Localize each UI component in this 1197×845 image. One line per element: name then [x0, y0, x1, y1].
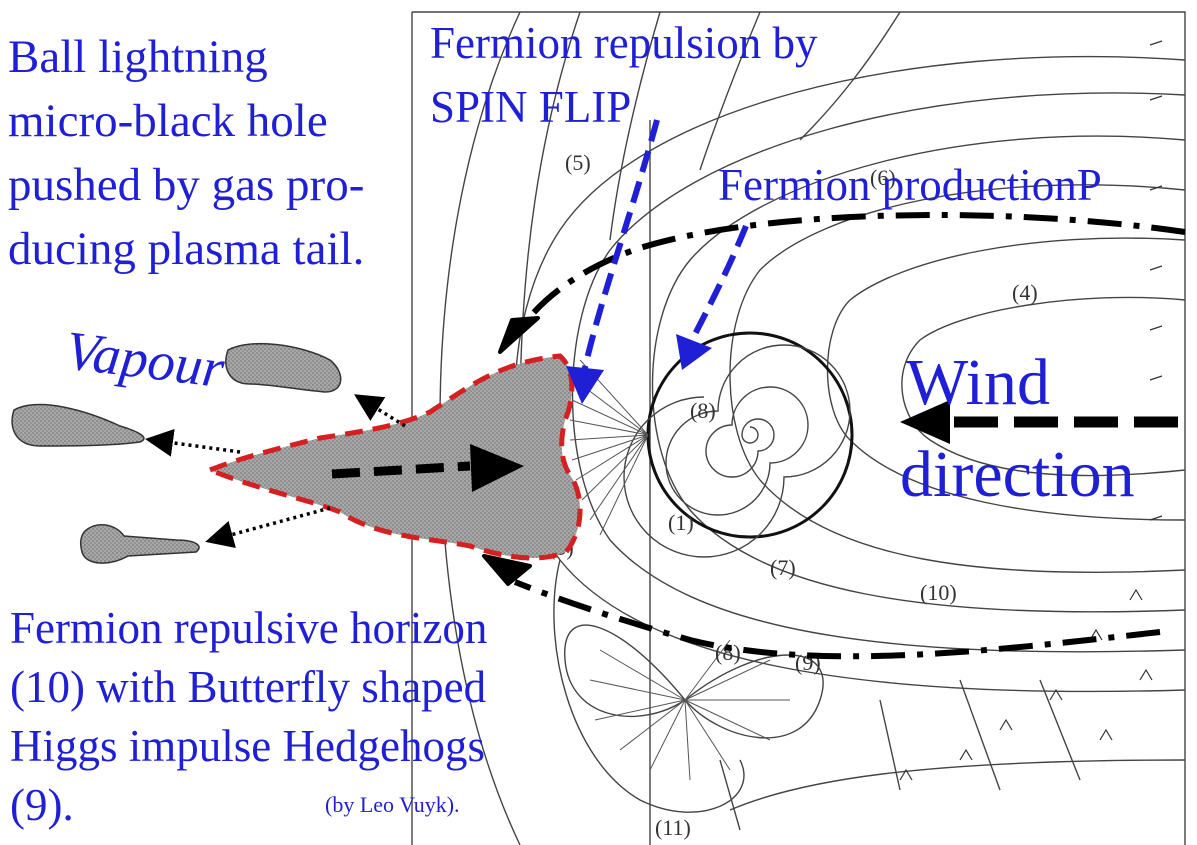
horizon-line: Fermion repulsive horizon — [10, 603, 487, 653]
streamline — [799, 11, 901, 141]
horizon-upper-arrow — [517, 211, 1186, 332]
spin-flip-line: Fermion repulsion by — [430, 18, 818, 68]
horizon-upper-arrowhead — [498, 316, 540, 354]
wind-line: direction — [900, 438, 1135, 511]
vapour-label: Vapour — [63, 319, 229, 399]
streamline — [729, 184, 1186, 574]
horizon-lower-arrowhead — [482, 554, 532, 586]
horizon-label: Fermion repulsive horizon (10) with Butt… — [10, 603, 487, 830]
vapour-blobs — [11, 342, 342, 564]
sketch-label: (8) — [690, 398, 716, 423]
streamline — [514, 55, 1186, 693]
title-line: ducing plasma tail. — [8, 223, 364, 275]
spin-flip-arrow — [566, 119, 660, 404]
title-line: micro-black hole — [8, 95, 328, 147]
tail-thrust-arrow — [331, 444, 524, 492]
production-label: Fermion productionP — [718, 160, 1102, 210]
wind-label: Wind direction — [900, 346, 1135, 511]
hedgehog-upper — [569, 359, 649, 536]
streamline — [651, 135, 1186, 613]
horizon-line: (9). — [10, 780, 74, 830]
spin-flip-line: SPIN FLIP — [430, 82, 631, 132]
vapour-blob — [79, 524, 200, 564]
title-line: pushed by gas pro- — [8, 159, 364, 211]
butterfly-lobe — [564, 624, 687, 718]
horizon-line: Higgs impulse Hedgehogs — [10, 721, 485, 771]
horizon-arrows — [513, 211, 1186, 660]
streamline — [729, 759, 1186, 811]
sketch-label: (8) — [715, 640, 741, 665]
streamline — [719, 679, 1081, 831]
vapour-dotted-arrows — [145, 394, 406, 549]
sketch-label: (4) — [1012, 280, 1038, 305]
credit-label: (by Leo Vuyk). — [325, 792, 460, 817]
streamline — [519, 11, 581, 421]
hedgehog-lower — [589, 639, 790, 781]
title-line: Ball lightning — [8, 31, 268, 83]
streamline — [553, 559, 745, 813]
vapour-blob — [225, 342, 342, 393]
streamline — [699, 11, 761, 171]
butterfly-lobe — [683, 654, 824, 739]
wind-direction-arrow — [900, 400, 1178, 444]
dotted-arrow — [145, 428, 241, 457]
streamline — [901, 296, 1186, 477]
dotted-arrow — [205, 506, 331, 549]
plasma-tail — [203, 353, 583, 561]
flow-field-sketch — [411, 11, 1186, 845]
dotted-arrow — [354, 394, 406, 428]
vortex-circle — [646, 331, 854, 539]
horizon-lower-arrow — [513, 579, 1161, 660]
sketch-label: (7) — [770, 555, 796, 580]
sketch-label: (11) — [655, 815, 691, 840]
sketch-label: (6) — [870, 165, 896, 190]
wind-line: Wind — [906, 346, 1050, 419]
streamline — [609, 11, 661, 241]
sketch-label: (10) — [920, 580, 957, 605]
vapour-blob — [11, 403, 145, 447]
spin-flip-label: Fermion repulsion by SPIN FLIP — [430, 18, 818, 132]
sketch-label: (5) — [565, 150, 591, 175]
production-arrow — [676, 224, 749, 370]
flow-ticks — [899, 40, 1163, 781]
vortex-spiral — [623, 344, 851, 558]
sketch-labels: (5) (6) (4) (8) (1) (7) (10) (8) (9) (11… — [548, 150, 1038, 840]
streamline — [826, 237, 1186, 521]
horizon-line: (10) with Butterfly shaped — [10, 662, 486, 712]
sketch-label: (1) — [668, 510, 694, 535]
title-block: Ball lightning micro-black hole pushed b… — [8, 31, 364, 275]
